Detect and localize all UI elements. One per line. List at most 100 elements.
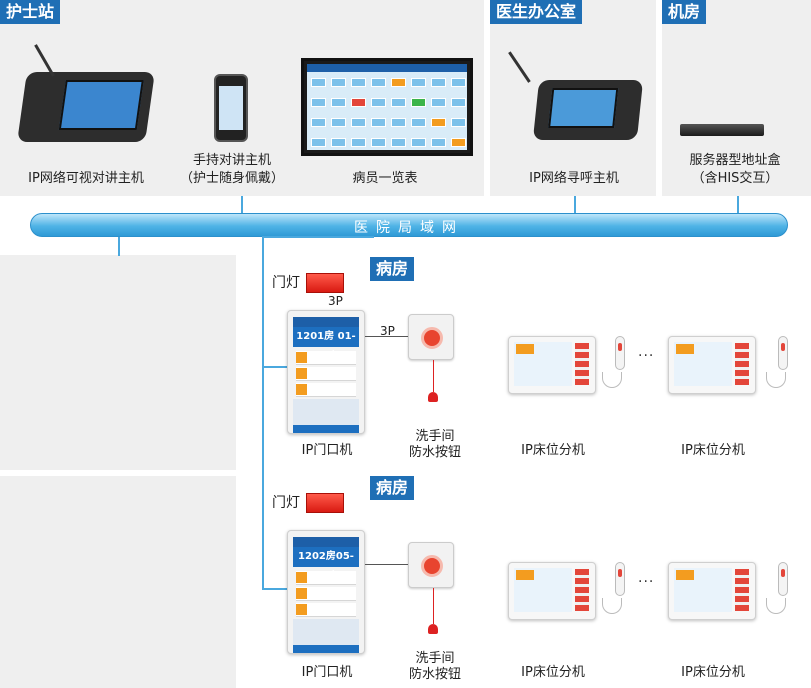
board-cell [351,138,366,147]
handset-cable [766,372,786,388]
handset-cable [602,372,622,388]
door-bed-row [296,383,356,397]
ward2-bed-unit-b-label: IP床位分机 [681,665,745,680]
board-cell [411,78,426,87]
hospital-lan-bus: 医院局域网 [30,213,788,237]
pull-cord-handle [428,624,438,634]
ward2-bed-unit-b [668,562,756,620]
ward1-door-unit: 1201房 01-03床 [287,310,365,434]
ip-paging-master-device [532,80,644,140]
bed-side-buttons [735,343,749,385]
board-cell [371,138,386,147]
bed-number-badge [296,588,307,599]
ward-trunk-top [262,236,374,238]
call-button-icon [421,327,443,349]
connector-handheld [241,196,243,214]
board-cell [451,138,466,147]
left-panel-upper [0,255,236,470]
ward1-handset-b [778,336,788,370]
bed-number-badge [516,570,534,580]
connector-server-box [737,196,739,214]
door-staff-photos [293,619,359,645]
ip-video-master-label: IP网络可视对讲主机 [28,171,144,186]
ward2-handset-b [778,562,788,596]
ward1-branch [262,366,288,368]
ward2-branch [262,588,288,590]
ward2-handset-a [615,562,625,596]
ward1-bed-unit-a [508,336,596,394]
board-cell [411,98,426,107]
bed-screen [674,568,732,612]
hospital-lan-label: 医院局域网 [354,220,464,236]
door-bed-row [296,367,356,381]
board-cell [391,98,406,107]
board-cell [371,78,386,87]
ward1-bed-unit-b [668,336,756,394]
ward2-door-lamp-label: 门灯 [272,495,300,511]
ward1-tag: 病房 [370,257,415,281]
board-cell [311,78,326,87]
board-cell [391,78,406,87]
connector-paging-master [574,196,576,214]
ward2-tag: 病房 [370,476,415,500]
pull-cord [433,360,434,392]
bed-side-buttons [575,569,589,611]
ip-paging-master-label: IP网络寻呼主机 [529,171,619,186]
ward1-door-screen-title: 1201房 01-03床 [293,327,359,362]
board-cell [351,78,366,87]
ward1-bed-unit-b-label: IP床位分机 [681,443,745,458]
door-bed-row [296,571,356,585]
connector-left-branch [118,236,120,256]
door-bed-row [296,587,356,601]
board-cell [311,138,326,147]
ward1-door-lamp [306,273,344,293]
bed-screen [514,568,572,612]
door-topbar [293,537,359,547]
ward1-button-label-line1: 洗手间 [415,429,455,444]
board-cell [411,118,426,127]
board-cell [331,118,346,127]
ward2-button-label-line1: 洗手间 [415,651,455,666]
ward-trunk-line [262,236,264,590]
board-cell [451,118,466,127]
bed-number-badge [296,604,307,615]
ip-video-master-screen [58,80,144,130]
ward1-button-label-line2: 防水按钮 [408,445,461,460]
ward1-waterproof-button [408,314,454,360]
handset-call-button [781,343,785,351]
doctor-office-tag: 医生办公室 [490,0,583,24]
board-cell [331,138,346,147]
bed-number-badge [296,384,307,395]
board-cell [431,78,446,87]
handheld-intercom-screen [219,86,243,130]
ward2-button-label-line2: 防水按钮 [408,667,461,682]
handheld-intercom-device [214,74,248,142]
ward2-door-screen-title: 1202房05-07床 [293,547,359,582]
board-cell [331,78,346,87]
ward2-bed-unit-a-label: IP床位分机 [521,665,585,680]
left-panel-lower [0,476,236,688]
board-cell [451,78,466,87]
handset-call-button [618,569,622,577]
ward1-wire-3p-b: 3P [380,324,395,338]
ip-paging-master-screen [548,88,619,128]
server-box-device [680,124,764,136]
ward1-button-wire [365,336,409,337]
ward1-door-lamp-label: 门灯 [272,275,300,291]
bed-screen [674,342,732,386]
ward2-dots: ··· [638,574,655,590]
bed-number-badge [516,344,534,354]
board-cell [411,138,426,147]
bed-number-badge [296,352,307,363]
ward1-bed-unit-a-label: IP床位分机 [521,443,585,458]
bed-side-buttons [575,343,589,385]
nurse-station-tag: 护士站 [0,0,61,24]
patient-board-device [301,58,473,156]
machine-room-tag: 机房 [662,0,707,24]
call-button-icon [421,555,443,577]
board-cell [311,118,326,127]
handset-call-button [618,343,622,351]
board-cell [311,98,326,107]
bed-side-buttons [735,569,749,611]
ward2-door-unit: 1202房05-07床 [287,530,365,654]
